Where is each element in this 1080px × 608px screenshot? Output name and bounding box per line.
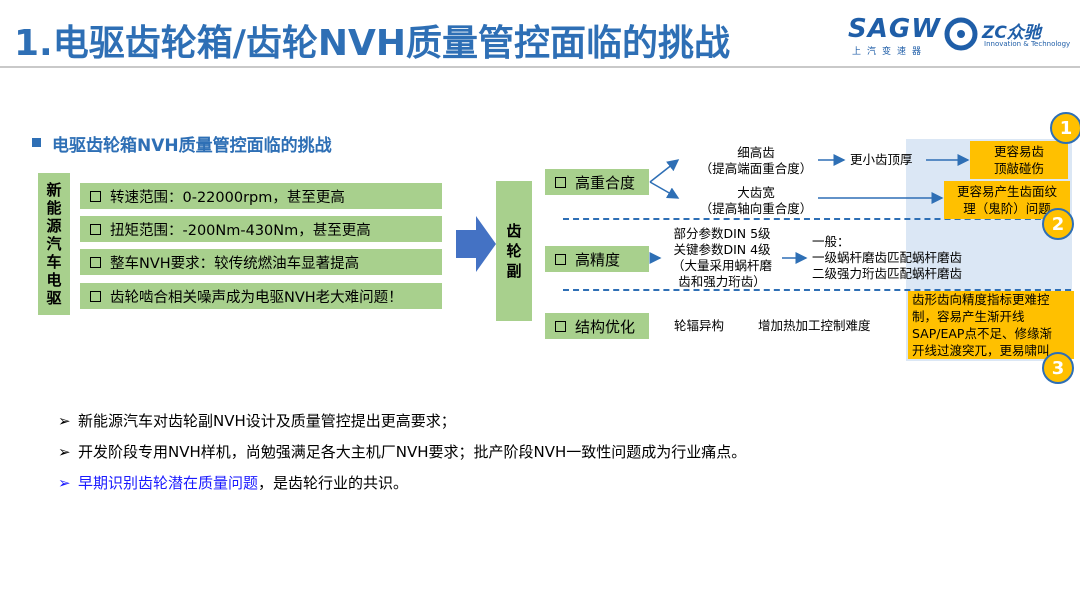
- gear-pair-char: 齿: [506, 222, 522, 240]
- bullet-text: 新能源汽车对齿轮副NVH设计及质量管控提出更高要求；: [78, 412, 456, 430]
- fine-tooth-note: 细高齿 （提高端面重合度）: [690, 145, 822, 177]
- gear-pair-label: 齿 轮 副: [496, 181, 532, 321]
- checkbox-icon: [90, 256, 101, 268]
- din-line: 齿和强力珩齿）: [678, 274, 766, 289]
- web-structure-note: 轮辐异构: [674, 318, 725, 333]
- ev-drive-char: 源: [46, 217, 62, 235]
- bullet-highlight-text: 早期识别齿轮潜在质量问题: [78, 474, 259, 492]
- sagw-logo-subtitle: 上汽变速器: [852, 47, 928, 57]
- bullet-1: ➢ 新能源汽车对齿轮副NVH设计及质量管控提出更高要求；: [58, 410, 456, 431]
- ev-drive-char: 车: [46, 253, 62, 271]
- badge-1: 1: [1050, 112, 1080, 144]
- checkbox-icon: [90, 190, 101, 202]
- bullet-arrow-icon: ➢: [58, 443, 71, 461]
- ev-drive-label: 新 能 源 汽 车 电 驱: [38, 173, 70, 315]
- ev-drive-char: 汽: [46, 235, 62, 253]
- requirement-text: 转速范围：0-22000rpm，甚至更高: [110, 189, 345, 206]
- wide-tooth-text: 大齿宽: [737, 185, 775, 200]
- bullet-3: ➢ 早期识别齿轮潜在质量问题，是齿轮行业的共识。: [58, 472, 408, 493]
- checkbox-icon: [555, 253, 566, 265]
- risk-tip-damage: 更容易齿 顶敲碰伤: [970, 141, 1068, 179]
- smaller-tip-note: 更小齿顶厚: [850, 152, 913, 167]
- ev-drive-char: 驱: [46, 289, 62, 307]
- fine-tooth-text: 细高齿: [737, 145, 775, 160]
- requirement-speed: 转速范围：0-22000rpm，甚至更高: [80, 183, 442, 209]
- bullet-text: 开发阶段专用NVH样机，尚勉强满足各大主机厂NVH要求；批产阶段NVH一致性问题…: [78, 443, 747, 461]
- sagw-logo: SAGW: [848, 14, 941, 44]
- checkbox-icon: [90, 290, 101, 302]
- requirement-gear-noise: 齿轮啮合相关噪声成为电驱NVH老大难问题！: [80, 283, 442, 309]
- bullet-arrow-icon: ➢: [58, 474, 71, 492]
- gear-pair-char: 轮: [506, 242, 522, 260]
- ev-drive-char: 电: [46, 271, 62, 289]
- gear-pair-char: 副: [506, 262, 522, 280]
- din-line: 关键参数DIN 4级: [673, 242, 771, 257]
- category-structure-optimization: 结构优化: [545, 313, 649, 339]
- checkbox-icon: [90, 223, 101, 235]
- flow-arrow-icon: [456, 216, 496, 272]
- section-title: 电驱齿轮箱NVH质量管控面临的挑战: [52, 136, 332, 156]
- dashed-divider: [563, 289, 1071, 291]
- category-label: 结构优化: [575, 317, 636, 336]
- requirement-text: 扭矩范围：-200Nm-430Nm，甚至更高: [110, 222, 371, 239]
- fine-tooth-subtext: （提高端面重合度）: [699, 161, 813, 176]
- wide-tooth-subtext: （提高轴向重合度）: [699, 201, 813, 216]
- grinding-note: 一般： 一级蜗杆磨齿匹配蜗杆磨齿 二级强力珩齿匹配蜗杆磨齿: [812, 234, 962, 282]
- din-grade-note: 部分参数DIN 5级 关键参数DIN 4级 （大量采用蜗杆磨 齿和强力珩齿）: [660, 226, 784, 290]
- section-marker-icon: [32, 138, 41, 147]
- category-high-precision: 高精度: [545, 246, 649, 272]
- risk-profile-accuracy: 齿形齿向精度指标更难控 制，容易产生渐开线 SAP/EAP点不足、修缘渐 开线过…: [908, 291, 1074, 359]
- checkbox-icon: [555, 320, 566, 332]
- zc-logo: ZC众驰: [982, 23, 1041, 43]
- wide-tooth-note: 大齿宽 （提高轴向重合度）: [690, 185, 822, 217]
- dashed-divider: [563, 218, 1071, 220]
- grinding-line: 二级强力珩齿匹配蜗杆磨齿: [812, 266, 963, 281]
- title-divider: [0, 66, 1080, 68]
- grinding-line: 一级蜗杆磨齿匹配蜗杆磨齿: [812, 250, 963, 265]
- ev-drive-char: 新: [46, 181, 62, 199]
- bullet-2: ➢ 开发阶段专用NVH样机，尚勉强满足各大主机厂NVH要求；批产阶段NVH一致性问…: [58, 441, 746, 462]
- ev-drive-char: 能: [46, 199, 62, 217]
- category-high-contact-ratio: 高重合度: [545, 169, 649, 195]
- category-label: 高重合度: [575, 173, 636, 192]
- heat-treatment-note: 增加热加工控制难度: [758, 318, 871, 333]
- checkbox-icon: [555, 176, 566, 188]
- bullet-arrow-icon: ➢: [58, 412, 71, 430]
- din-line: （大量采用蜗杆磨: [671, 258, 772, 273]
- grinding-general: 一般：: [812, 234, 850, 249]
- page-title: 1.电驱齿轮箱/齿轮NVH质量管控面临的挑战: [14, 23, 730, 64]
- category-label: 高精度: [575, 250, 621, 269]
- requirement-torque: 扭矩范围：-200Nm-430Nm，甚至更高: [80, 216, 442, 242]
- badge-3: 3: [1042, 352, 1074, 384]
- din-line: 部分参数DIN 5级: [673, 226, 771, 241]
- requirement-text: 整车NVH要求：较传统燃油车显著提高: [110, 255, 360, 272]
- requirement-nvh: 整车NVH要求：较传统燃油车显著提高: [80, 249, 442, 275]
- badge-2: 2: [1042, 208, 1074, 240]
- zc-swirl-logo-icon: [944, 17, 978, 51]
- zc-logo-subtitle: Innovation & Technology: [984, 40, 1071, 48]
- requirement-text: 齿轮啮合相关噪声成为电驱NVH老大难问题！: [110, 289, 403, 306]
- bullet-text: ，是齿轮行业的共识。: [258, 474, 409, 492]
